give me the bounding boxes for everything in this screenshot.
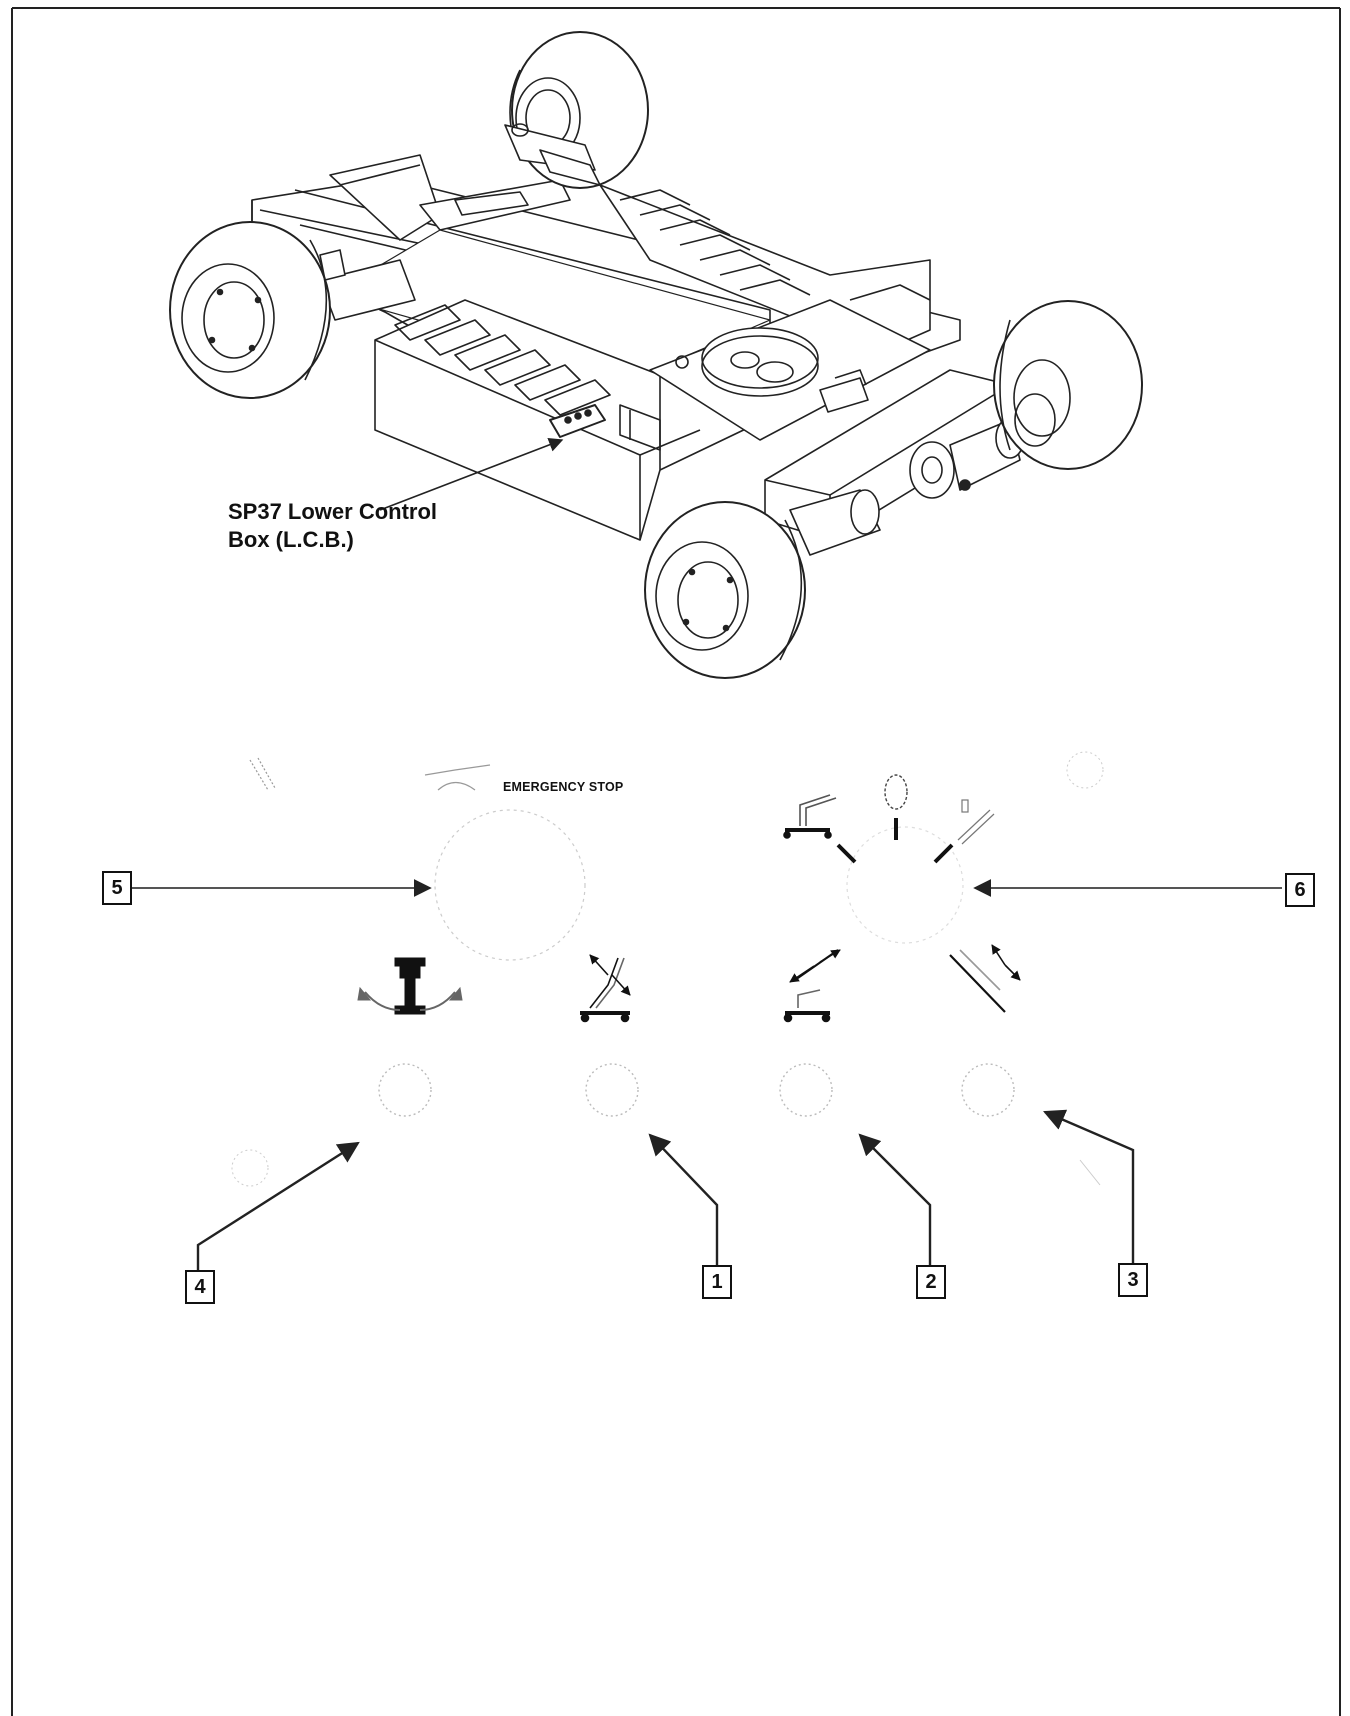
platform-lowered-icon <box>783 794 837 839</box>
emergency-stop-graphic <box>249 757 491 791</box>
callout-number-1: 1 <box>702 1265 732 1299</box>
rotate-turntable-icon <box>357 957 463 1015</box>
lcb-label-line1: SP37 Lower Control <box>228 499 438 524</box>
control-panel <box>130 751 1282 1270</box>
callout-arrow-3 <box>1043 1109 1135 1265</box>
lcb-label: SP37 Lower Control Box (L.C.B.) <box>228 498 437 554</box>
callout-number-5: 5 <box>102 871 132 905</box>
key-switch[interactable] <box>836 774 964 944</box>
emergency-stop-label: EMERGENCY STOP <box>503 780 624 794</box>
callout-arrow-2 <box>858 1133 932 1265</box>
lift-boom-icon <box>580 954 631 1023</box>
hour-meter-icon <box>231 1149 269 1187</box>
toggle-switch-2[interactable] <box>779 1063 833 1117</box>
faint-mark <box>1079 1159 1101 1186</box>
lcb-leader-arrow <box>379 437 564 511</box>
indicator-light-icon <box>1066 751 1104 789</box>
toggle-switch-4[interactable] <box>378 1063 432 1117</box>
page-border <box>11 7 1341 1716</box>
toggle-switch-1[interactable] <box>585 1063 639 1117</box>
callout-number-3: 3 <box>1118 1263 1148 1297</box>
toggle-switch-3[interactable] <box>961 1063 1015 1117</box>
callout-number-4: 4 <box>185 1270 215 1304</box>
callout-arrow-1 <box>648 1133 719 1265</box>
emergency-stop-button[interactable] <box>434 809 586 961</box>
callout-number-2: 2 <box>916 1265 946 1299</box>
callout-arrow-4 <box>196 1141 360 1270</box>
platform-control-icon <box>957 799 995 845</box>
lcb-label-line2: Box (L.C.B.) <box>228 527 354 552</box>
telescope-boom-icon <box>783 949 841 1023</box>
chassis-illustration <box>169 31 1143 679</box>
callout-number-6: 6 <box>1285 873 1315 907</box>
jib-boom-icon <box>949 944 1021 1013</box>
